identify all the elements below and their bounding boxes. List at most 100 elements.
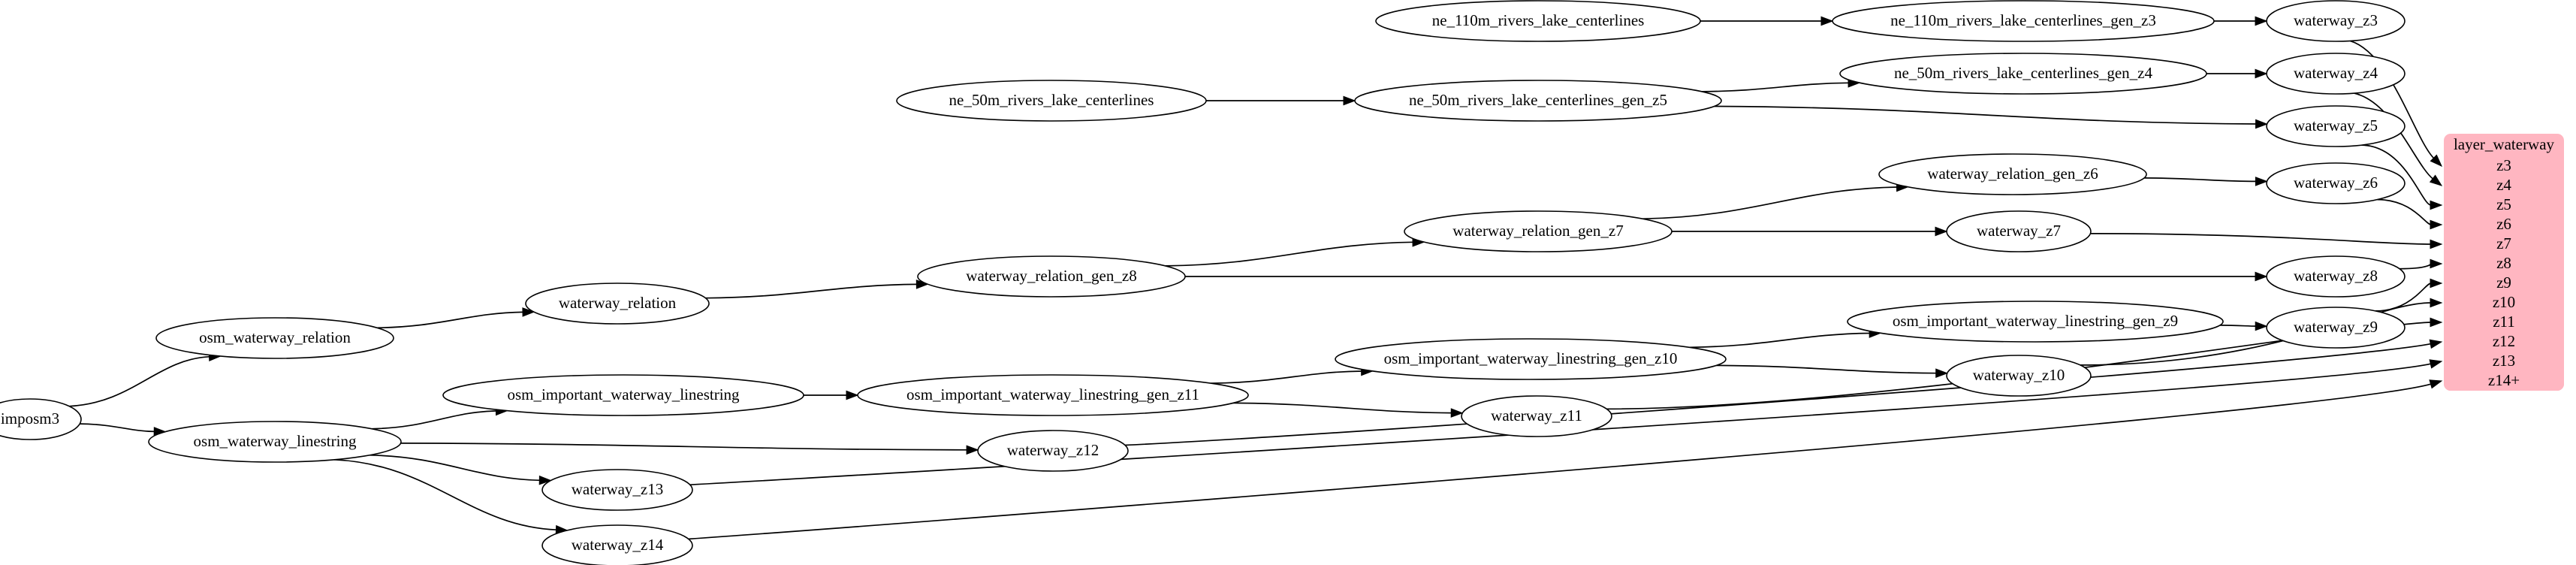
node-ellipse-waterway_z3 [2266, 0, 2406, 42]
node-label-waterway_z3: waterway_z3 [2294, 11, 2378, 29]
node-ne_110m_rivers_lake_centerlines_gen_z3[interactable]: ne_110m_rivers_lake_centerlines_gen_z3 [1832, 0, 2215, 42]
node-osm_important_waterway_linestring[interactable]: osm_important_waterway_linestring [442, 374, 804, 416]
record-row-cell-z6 [2444, 215, 2564, 234]
record-row-label-z4: z4 [2496, 176, 2511, 194]
node-ne_50m_rivers_lake_centerlines[interactable]: ne_50m_rivers_lake_centerlines [896, 80, 1207, 122]
record-row-z4[interactable]: z4 [2444, 176, 2564, 195]
node-waterway_z14[interactable]: waterway_z14 [541, 524, 693, 565]
node-waterway_z11[interactable]: waterway_z11 [1461, 395, 1612, 437]
node-waterway_relation_gen_z8[interactable]: waterway_relation_gen_z8 [917, 255, 1186, 298]
node-ellipse-osm_important_waterway_linestring [442, 374, 804, 416]
node-waterway_z6[interactable]: waterway_z6 [2266, 162, 2406, 204]
node-osm_important_waterway_linestring_gen_z10[interactable]: osm_important_waterway_linestring_gen_z1… [1335, 338, 1727, 380]
record-row-label-z11: z11 [2493, 313, 2515, 331]
node-ellipse-waterway_z6 [2266, 162, 2406, 204]
node-osm_important_waterway_linestring_gen_z9[interactable]: osm_important_waterway_linestring_gen_z9 [1847, 301, 2224, 343]
edge-osm_waterway_linestring-to-osm_important_waterway_linestring [372, 410, 497, 430]
record-row-z13[interactable]: z13 [2444, 352, 2564, 371]
arrowhead-layer_waterway-z7 [2430, 239, 2443, 249]
node-ellipse-waterway_z4 [2266, 53, 2406, 95]
node-imposm3[interactable]: imposm3 [0, 398, 82, 440]
node-waterway_z12[interactable]: waterway_z12 [977, 430, 1129, 472]
node-ne_50m_rivers_lake_centerlines_gen_z4[interactable]: ne_50m_rivers_lake_centerlines_gen_z4 [1839, 53, 2207, 95]
node-ne_110m_rivers_lake_centerlines[interactable]: ne_110m_rivers_lake_centerlines [1375, 0, 1701, 42]
edge-osm_waterway_linestring-to-waterway_z14 [333, 458, 557, 531]
node-ellipse-waterway_z10 [1946, 355, 2092, 397]
node-ellipse-osm_important_waterway_linestring_gen_z9 [1847, 301, 2224, 343]
node-waterway_z13[interactable]: waterway_z13 [541, 469, 693, 511]
arrowhead-ne_110m_rivers_lake_centerlines_gen_z3 [1820, 16, 1834, 26]
record-row-cell-z11 [2444, 313, 2564, 332]
arrowhead-layer_waterway-z11 [2430, 317, 2443, 328]
arrowhead-layer_waterway-z9 [2430, 278, 2443, 289]
edge-waterway_relation_gen_z7-to-waterway_relation_gen_z6 [1642, 186, 1898, 220]
node-label-osm_important_waterway_linestring: osm_important_waterway_linestring [507, 385, 740, 403]
arrowhead-waterway_z11 [1450, 408, 1464, 418]
edge-waterway_z8-to-layer_waterway-z8 [2400, 263, 2432, 270]
record-row-z3[interactable]: z3 [2444, 156, 2564, 176]
node-ellipse-ne_50m_rivers_lake_centerlines [896, 80, 1207, 122]
node-osm_important_waterway_linestring_gen_z11[interactable]: osm_important_waterway_linestring_gen_z1… [857, 374, 1249, 416]
record-row-cell-z14plus [2444, 371, 2564, 391]
node-waterway_z3[interactable]: waterway_z3 [2266, 0, 2406, 42]
record-row-z11[interactable]: z11 [2444, 313, 2564, 332]
record-row-z8[interactable]: z8 [2444, 254, 2564, 273]
node-waterway_z9[interactable]: waterway_z9 [2266, 307, 2406, 349]
node-label-waterway_relation_gen_z7: waterway_relation_gen_z7 [1452, 222, 1623, 240]
edge-ne_50m_rivers_lake_centerlines_gen_z5-to-ne_50m_rivers_lake_centerlines_gen_z4 [1701, 82, 1850, 92]
record-row-cell-z12 [2444, 332, 2564, 352]
node-waterway_relation[interactable]: waterway_relation [525, 282, 710, 325]
node-label-ne_50m_rivers_lake_centerlines: ne_50m_rivers_lake_centerlines [949, 91, 1154, 109]
edge-waterway_z5-to-layer_waterway-z5 [2360, 144, 2432, 206]
record-row-cell-z9 [2444, 273, 2564, 293]
record-row-label-z14plus: z14+ [2488, 371, 2520, 389]
node-label-waterway_z6: waterway_z6 [2294, 174, 2378, 192]
node-waterway_z5[interactable]: waterway_z5 [2266, 105, 2406, 147]
node-label-waterway_z13: waterway_z13 [572, 480, 663, 498]
node-ellipse-waterway_z8 [2266, 255, 2406, 298]
node-ellipse-waterway_relation_gen_z8 [917, 255, 1186, 298]
node-waterway_relation_gen_z7[interactable]: waterway_relation_gen_z7 [1404, 210, 1673, 252]
record-row-z5[interactable]: z5 [2444, 195, 2564, 215]
node-ellipse-waterway_z13 [541, 469, 693, 511]
node-layer: imposm3 osm_waterway_relation osm_waterway… [0, 0, 2406, 565]
record-row-cell-z7 [2444, 234, 2564, 254]
record-row-label-z13: z13 [2493, 352, 2515, 370]
edge-imposm3-to-osm_waterway_relation [69, 355, 210, 407]
edge-waterway_z3-to-layer_waterway-z3 [2350, 40, 2435, 159]
node-ne_50m_rivers_lake_centerlines_gen_z5[interactable]: ne_50m_rivers_lake_centerlines_gen_z5 [1354, 80, 1722, 122]
arrowhead-layer_waterway-z14+ [2429, 379, 2443, 389]
node-ellipse-waterway_relation_gen_z6 [1878, 153, 2147, 195]
node-label-waterway_z5: waterway_z5 [2294, 116, 2378, 134]
node-label-osm_important_waterway_linestring_gen_z11: osm_important_waterway_linestring_gen_z1… [906, 385, 1199, 403]
record-row-z12[interactable]: z12 [2444, 332, 2564, 352]
record-row-cell-z3 [2444, 156, 2564, 176]
arrowhead-waterway_z4 [2255, 68, 2268, 79]
arrowhead-waterway_z8 [2255, 271, 2268, 282]
node-label-osm_waterway_linestring: osm_waterway_linestring [194, 432, 357, 450]
edge-layer [69, 16, 2443, 540]
record-row-z6[interactable]: z6 [2444, 215, 2564, 234]
arrowhead-ne_50m_rivers_lake_centerlines_gen_z5 [1343, 95, 1356, 106]
record-node-layer-waterway[interactable]: layer_waterwayz3z4z5z6z7z8z9z10z11z12z13… [2444, 134, 2564, 391]
node-waterway_relation_gen_z6[interactable]: waterway_relation_gen_z6 [1878, 153, 2147, 195]
node-osm_waterway_linestring[interactable]: osm_waterway_linestring [148, 421, 402, 463]
record-row-z7[interactable]: z7 [2444, 234, 2564, 254]
record-row-z14plus[interactable]: z14+ [2444, 371, 2564, 391]
record-row-z10[interactable]: z10 [2444, 293, 2564, 313]
node-ellipse-waterway_z9 [2266, 307, 2406, 349]
node-ellipse-ne_50m_rivers_lake_centerlines_gen_z5 [1354, 80, 1722, 122]
record-row-z9[interactable]: z9 [2444, 273, 2564, 293]
node-ellipse-waterway_relation [525, 282, 710, 325]
node-label-waterway_z11: waterway_z11 [1491, 406, 1582, 425]
edge-osm_important_waterway_linestring_gen_z11-to-waterway_z11 [1232, 402, 1452, 414]
node-waterway_z7[interactable]: waterway_z7 [1946, 210, 2092, 252]
edge-waterway_z13-to-layer_waterway-z13 [689, 363, 2432, 486]
node-waterway_z4[interactable]: waterway_z4 [2266, 53, 2406, 95]
node-osm_waterway_relation[interactable]: osm_waterway_relation [155, 317, 394, 359]
node-label-ne_110m_rivers_lake_centerlines: ne_110m_rivers_lake_centerlines [1432, 11, 1645, 29]
node-waterway_z10[interactable]: waterway_z10 [1946, 355, 2092, 397]
node-waterway_z8[interactable]: waterway_z8 [2266, 255, 2406, 298]
record-row-label-z5: z5 [2496, 195, 2511, 213]
